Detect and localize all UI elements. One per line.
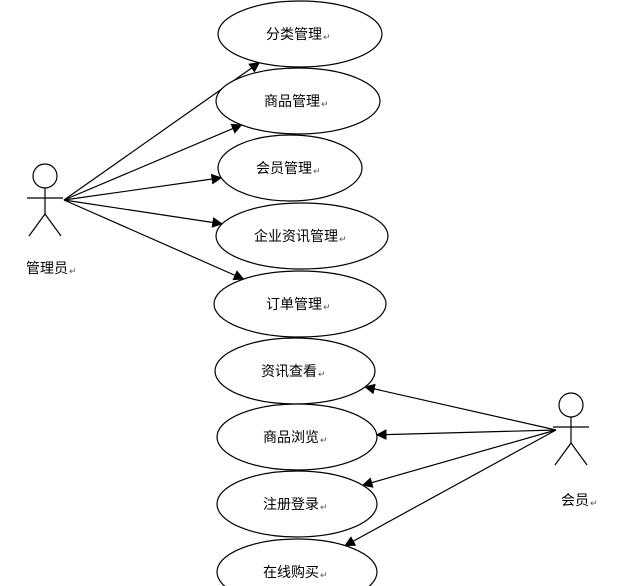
use-case-ellipse bbox=[216, 470, 378, 538]
use-case-ellipse bbox=[213, 270, 387, 338]
actor-head bbox=[558, 392, 584, 418]
association-member-uc6 bbox=[364, 383, 557, 431]
use-case-ellipse bbox=[217, 0, 383, 68]
actor-member: 会员↵ bbox=[553, 392, 598, 509]
use-case-ellipse bbox=[216, 538, 378, 586]
paragraph-mark: ↵ bbox=[321, 100, 329, 110]
use-case-label: 企业资讯管理 bbox=[254, 228, 338, 245]
association-admin-uc4 bbox=[63, 199, 224, 228]
association-member-uc9 bbox=[344, 429, 557, 547]
paragraph-mark: ↵ bbox=[323, 303, 331, 313]
use-case-label: 资讯查看 bbox=[261, 364, 317, 380]
paragraph-mark: ↵ bbox=[320, 436, 328, 446]
use-case-uc1: 分类管理↵ bbox=[217, 0, 383, 68]
association-admin-uc3 bbox=[63, 173, 223, 201]
actor-label: 管理员 bbox=[26, 261, 68, 277]
use-cases: 分类管理↵商品管理↵会员管理↵企业资讯管理↵订单管理↵资讯查看↵商品浏览↵注册登… bbox=[213, 0, 389, 586]
use-case-ellipse bbox=[215, 202, 389, 270]
use-case-uc2: 商品管理↵ bbox=[215, 67, 381, 135]
use-case-label: 分类管理 bbox=[266, 27, 322, 43]
use-case-uc5: 订单管理↵ bbox=[213, 270, 387, 338]
paragraph-mark: ↵ bbox=[320, 571, 328, 581]
actor-head bbox=[32, 163, 58, 189]
use-case-label: 订单管理 bbox=[266, 297, 322, 313]
association-member-uc7 bbox=[375, 429, 557, 440]
use-case-uc9: 在线购买↵ bbox=[216, 538, 378, 586]
use-case-uc4: 企业资讯管理↵ bbox=[215, 202, 389, 270]
use-case-label: 商品管理 bbox=[264, 94, 320, 110]
paragraph-mark: ↵ bbox=[69, 267, 77, 277]
paragraph-mark: ↵ bbox=[318, 370, 326, 380]
use-case-uc8: 注册登录↵ bbox=[216, 470, 378, 538]
paragraph-mark: ↵ bbox=[590, 499, 598, 509]
paragraph-mark: ↵ bbox=[320, 503, 328, 513]
association-admin-uc2 bbox=[63, 123, 243, 201]
actor-left-leg bbox=[554, 442, 572, 466]
paragraph-mark: ↵ bbox=[339, 235, 347, 245]
association-admin-uc5 bbox=[63, 199, 245, 281]
actors: 管理员↵会员↵ bbox=[26, 163, 598, 509]
actor-label: 会员 bbox=[561, 493, 589, 509]
use-case-ellipse bbox=[215, 67, 381, 135]
actor-admin: 管理员↵ bbox=[26, 163, 77, 277]
use-case-label: 在线购买 bbox=[263, 565, 319, 581]
association-member-uc8 bbox=[361, 429, 557, 488]
actor-right-leg bbox=[44, 213, 62, 237]
use-case-label: 商品浏览 bbox=[263, 430, 319, 446]
actor-right-leg bbox=[570, 442, 588, 466]
paragraph-mark: ↵ bbox=[313, 167, 321, 177]
use-case-label: 注册登录 bbox=[263, 497, 319, 513]
use-case-ellipse bbox=[217, 134, 363, 202]
use-case-uc3: 会员管理↵ bbox=[217, 134, 363, 202]
paragraph-mark: ↵ bbox=[323, 33, 331, 43]
use-case-uc7: 商品浏览↵ bbox=[216, 403, 378, 471]
use-case-label: 会员管理 bbox=[256, 161, 312, 177]
actor-left-leg bbox=[28, 213, 46, 237]
use-case-uc6: 资讯查看↵ bbox=[214, 337, 376, 405]
use-case-ellipse bbox=[216, 403, 378, 471]
